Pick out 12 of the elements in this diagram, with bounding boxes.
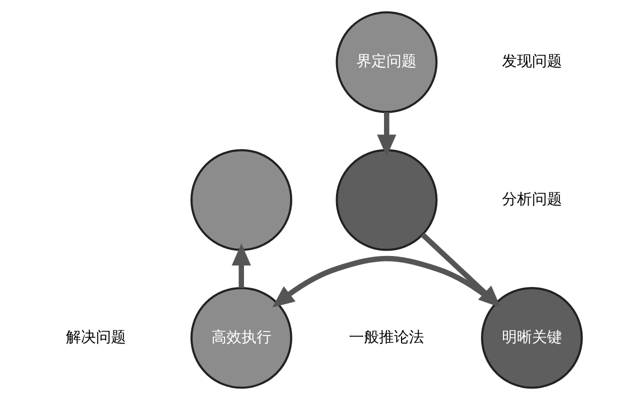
- node-circle: [335, 149, 438, 251]
- arrow: [272, 256, 497, 308]
- node-circle: 明晰关键: [480, 286, 582, 389]
- arrow: [231, 243, 250, 288]
- node-circle: 高效执行: [190, 286, 292, 389]
- node-circle: 界定问题: [335, 11, 438, 114]
- label: 解决问题: [66, 328, 126, 346]
- node-circle: [190, 149, 292, 251]
- label: 一般推论法: [348, 328, 424, 346]
- arrow: [376, 112, 396, 157]
- label: 分析问题: [501, 190, 562, 208]
- label: 发现问题: [501, 53, 562, 70]
